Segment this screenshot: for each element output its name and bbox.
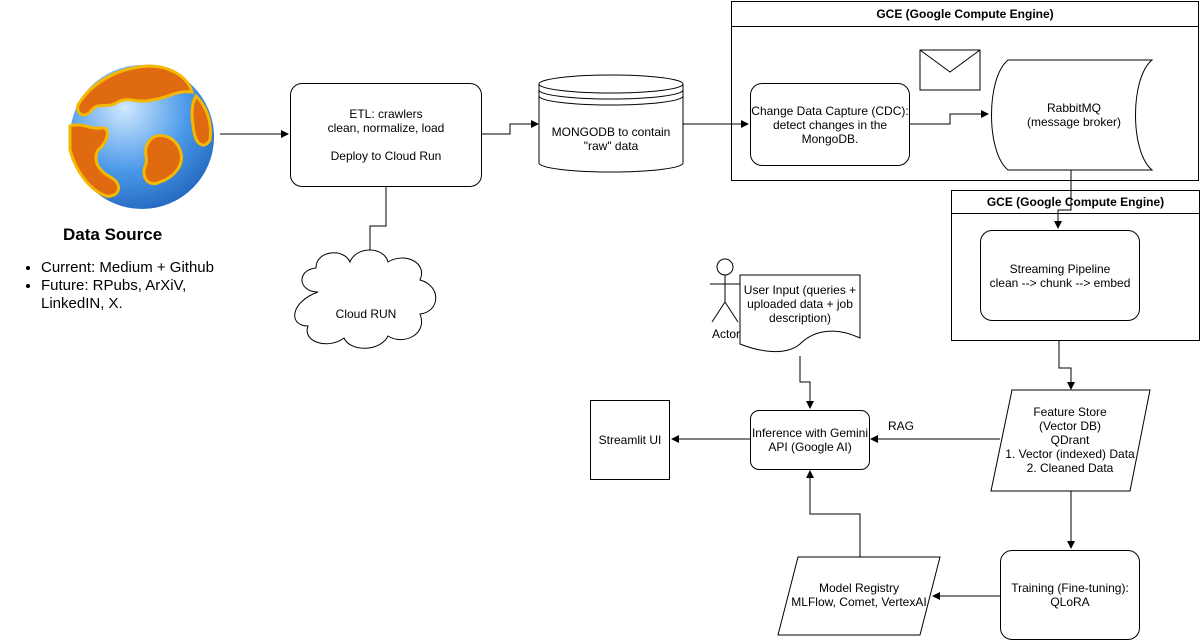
cdc-line-2: detect changes in the (772, 117, 888, 132)
etl-node[interactable]: ETL: crawlers clean, normalize, load Dep… (290, 83, 482, 187)
streaming-line-1: Streaming Pipeline (1009, 261, 1111, 276)
inference-node[interactable]: Inference with Gemini API (Google AI) (750, 410, 870, 470)
user-input-label: User Input (queries + uploaded data + jo… (740, 283, 860, 325)
etl-line-4: Deploy to Cloud Run (330, 149, 442, 163)
mongodb-line-1: MONGODB to contain (551, 125, 671, 139)
training-line-1: Training (Fine-tuning): (1011, 581, 1129, 595)
arrow-streaming-to-featurestore (1058, 341, 1075, 390)
gce-top-title: GCE (Google Compute Engine) (732, 2, 1198, 27)
feature-store-line-3: QDrant (1050, 433, 1090, 447)
data-source-current: Current: Medium + Github (41, 259, 223, 277)
data-source-list: Current: Medium + Github Future: RPubs, … (23, 259, 223, 313)
data-source-future: Future: RPubs, ArXiV, LinkedIN, X. (41, 277, 223, 313)
training-line-2: QLoRA (1050, 595, 1090, 609)
cdc-line-3: MongoDB. (801, 131, 859, 146)
mongodb-line-2: "raw" data (583, 139, 639, 153)
arrow-cdc-to-rabbitmq (910, 110, 989, 125)
gce-bottom-container: GCE (Google Compute Engine) (951, 190, 1200, 341)
cdc-line-1: Change Data Capture (CDC): (751, 103, 909, 118)
training-node[interactable]: Training (Fine-tuning): QLoRA (1000, 550, 1140, 640)
rabbitmq-label: RabbitMQ (message broker) (1000, 101, 1148, 129)
gce-bottom-title: GCE (Google Compute Engine) (952, 191, 1199, 214)
arrow-etl-to-cloudrun (366, 187, 387, 259)
inference-line-1: Inference with Gemini (751, 426, 869, 440)
actor-label: Actor (711, 327, 740, 341)
cloud-run-label: Cloud RUN (335, 307, 397, 321)
etl-line-3 (328, 135, 445, 149)
feature-store-line-1: Feature Store (1033, 405, 1107, 419)
rabbitmq-line-2: (message broker) (1026, 115, 1122, 129)
etl-line-2: clean, normalize, load (327, 121, 445, 135)
inference-line-2: API (Google AI) (768, 440, 852, 454)
gce-top-container: GCE (Google Compute Engine) (731, 1, 1199, 181)
user-input-line-1: User Input (queries + (743, 283, 857, 297)
feature-store-line-5: 2. Cleaned Data (1026, 461, 1114, 475)
arrow-etl-to-mongodb (482, 120, 539, 135)
model-registry-label: Model Registry MLFlow, Comet, VertexAI (780, 581, 938, 609)
streamlit-label: Streamlit UI (598, 433, 662, 447)
rag-label: RAG (888, 419, 915, 433)
user-input-line-3: description) (768, 311, 832, 325)
data-source-title: Data Source (63, 225, 163, 244)
arrow-userinput-to-inference (799, 356, 814, 409)
streamlit-ui-node[interactable]: Streamlit UI (590, 400, 670, 480)
arrow-registry-to-inference (806, 470, 861, 557)
feature-store-line-2: (Vector DB) (1038, 419, 1101, 433)
feature-store-label: Feature Store (Vector DB) QDrant 1. Vect… (995, 405, 1145, 475)
model-registry-line-1: Model Registry (818, 581, 900, 595)
etl-line-1: ETL: crawlers (349, 107, 423, 121)
mongodb-label: MONGODB to contain "raw" data (539, 125, 683, 153)
cdc-node[interactable]: Change Data Capture (CDC): detect change… (750, 83, 910, 166)
streaming-line-2: clean --> chunk --> embed (989, 275, 1131, 290)
model-registry-line-2: MLFlow, Comet, VertexAI (791, 595, 927, 609)
user-input-line-2: uploaded data + job (747, 297, 853, 311)
feature-store-line-4: 1. Vector (indexed) Data (1005, 447, 1135, 461)
rabbitmq-line-1: RabbitMQ (1046, 101, 1102, 115)
streaming-pipeline-node[interactable]: Streaming Pipeline clean --> chunk --> e… (980, 230, 1140, 321)
